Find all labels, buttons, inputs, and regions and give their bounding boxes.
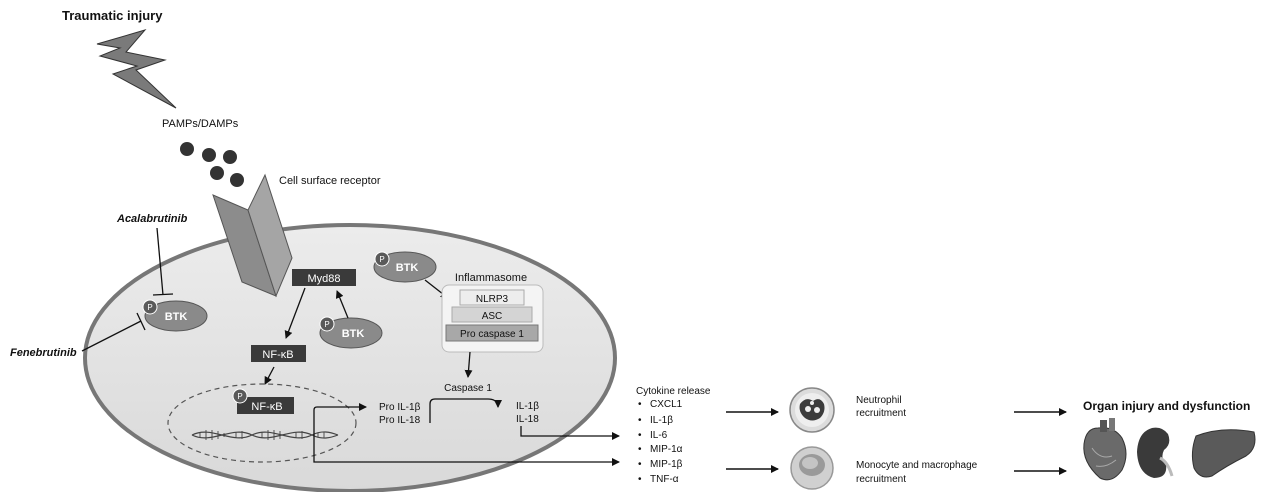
neutrophil-label-line2: recruitment (856, 408, 906, 419)
cytokine-item: MIP-1α (650, 444, 683, 455)
cytokine-item: IL-6 (650, 430, 668, 441)
heart-icon (1083, 418, 1127, 481)
il18-label: IL-18 (516, 414, 539, 425)
phospho-label: P (324, 320, 329, 329)
pro-il1b-label: Pro IL-1β (379, 402, 421, 413)
bullet: • (638, 415, 642, 426)
myd88-label: Myd88 (307, 273, 340, 285)
phospho-label: P (379, 255, 384, 264)
btk-center-label: BTK (342, 328, 365, 340)
liver-icon (1191, 429, 1256, 478)
macrophage-icon (790, 446, 834, 490)
inflammasome-layer (445, 324, 539, 342)
title: Traumatic injury (62, 8, 163, 23)
btk-center (319, 317, 383, 349)
cytokine-item: CXCL1 (650, 399, 683, 410)
inflammasome-layer-label: Pro caspase 1 (460, 329, 524, 340)
bullet: • (638, 459, 642, 470)
cell-surface-receptor (212, 173, 293, 298)
arrow-cytokine-release (313, 458, 620, 466)
phospho-label: P (147, 303, 152, 312)
inflammasome-layer-label: NLRP3 (476, 294, 509, 305)
bullet: • (638, 474, 642, 485)
phospho-badge (319, 316, 335, 332)
organ-injury-label: Organ injury and dysfunction (1083, 399, 1250, 413)
btk-left-label: BTK (165, 311, 188, 323)
nucleus (167, 383, 357, 463)
arrow-btk-to-myd88 (335, 290, 349, 319)
arrow-inflammasome-to-caspase (464, 351, 473, 378)
drug-acalabrutinib: Acalabrutinib (116, 213, 188, 225)
cytokine-list: • CXCL1 • IL-1β • IL-6 • MIP-1α • MIP-1β… (638, 399, 683, 485)
cell-membrane (83, 223, 617, 492)
cytokine-item: TNF-α (650, 474, 679, 485)
nfkb-nuclear-box (237, 397, 294, 414)
phospho-badge (142, 299, 158, 315)
lightning-icon (96, 29, 177, 109)
myd88-box (292, 269, 356, 286)
nfkb-box (251, 345, 306, 362)
kidney-icon (1137, 427, 1174, 478)
bullet: • (638, 444, 642, 455)
receptor-label: Cell surface receptor (279, 175, 381, 187)
bullet: • (638, 399, 642, 410)
monocyte-label-line2: recruitment (856, 474, 906, 485)
phospho-badge (374, 251, 390, 267)
pro-il18-label: Pro IL-18 (379, 415, 421, 426)
caspase-label: Caspase 1 (444, 383, 492, 394)
inflammasome-layer-label: ASC (482, 311, 503, 322)
arrow-transcription (313, 403, 367, 458)
nfkb-nuclear-label: NF-κB (251, 401, 282, 413)
neutrophil-icon (789, 387, 835, 433)
drug-fenebrutinib: Fenebrutinib (10, 347, 77, 359)
btk-top-label: BTK (396, 262, 419, 274)
btk-top (373, 251, 437, 283)
cytokine-item: MIP-1β (650, 459, 683, 470)
inflammasome-layer (451, 306, 533, 323)
cytokine-item: IL-1β (650, 415, 673, 426)
neutrophil-label-line1: Neutrophil (856, 395, 902, 406)
inflammasome-layer (459, 289, 525, 306)
arrow-myd88-to-nfkb (284, 287, 306, 339)
pamps-label: PAMPs/DAMPs (162, 118, 239, 130)
btk-left (144, 300, 208, 332)
phospho-label: P (237, 392, 242, 401)
bullet: • (638, 430, 642, 441)
pamp-particles (180, 142, 244, 187)
arrow-nfkb-to-nucleus (264, 366, 275, 385)
inflammasome-title: Inflammasome (455, 272, 527, 284)
phospho-badge (232, 388, 248, 404)
dna-icon (191, 430, 339, 440)
inhibition-lines (81, 227, 174, 352)
nfkb-label: NF-κB (262, 349, 293, 361)
arrow-il-release (520, 426, 620, 440)
cytokine-title: Cytokine release (636, 386, 711, 397)
monocyte-label-line1: Monocyte and macrophage (856, 460, 978, 471)
il1b-label: IL-1β (516, 401, 539, 412)
arrow-processing (429, 398, 502, 423)
